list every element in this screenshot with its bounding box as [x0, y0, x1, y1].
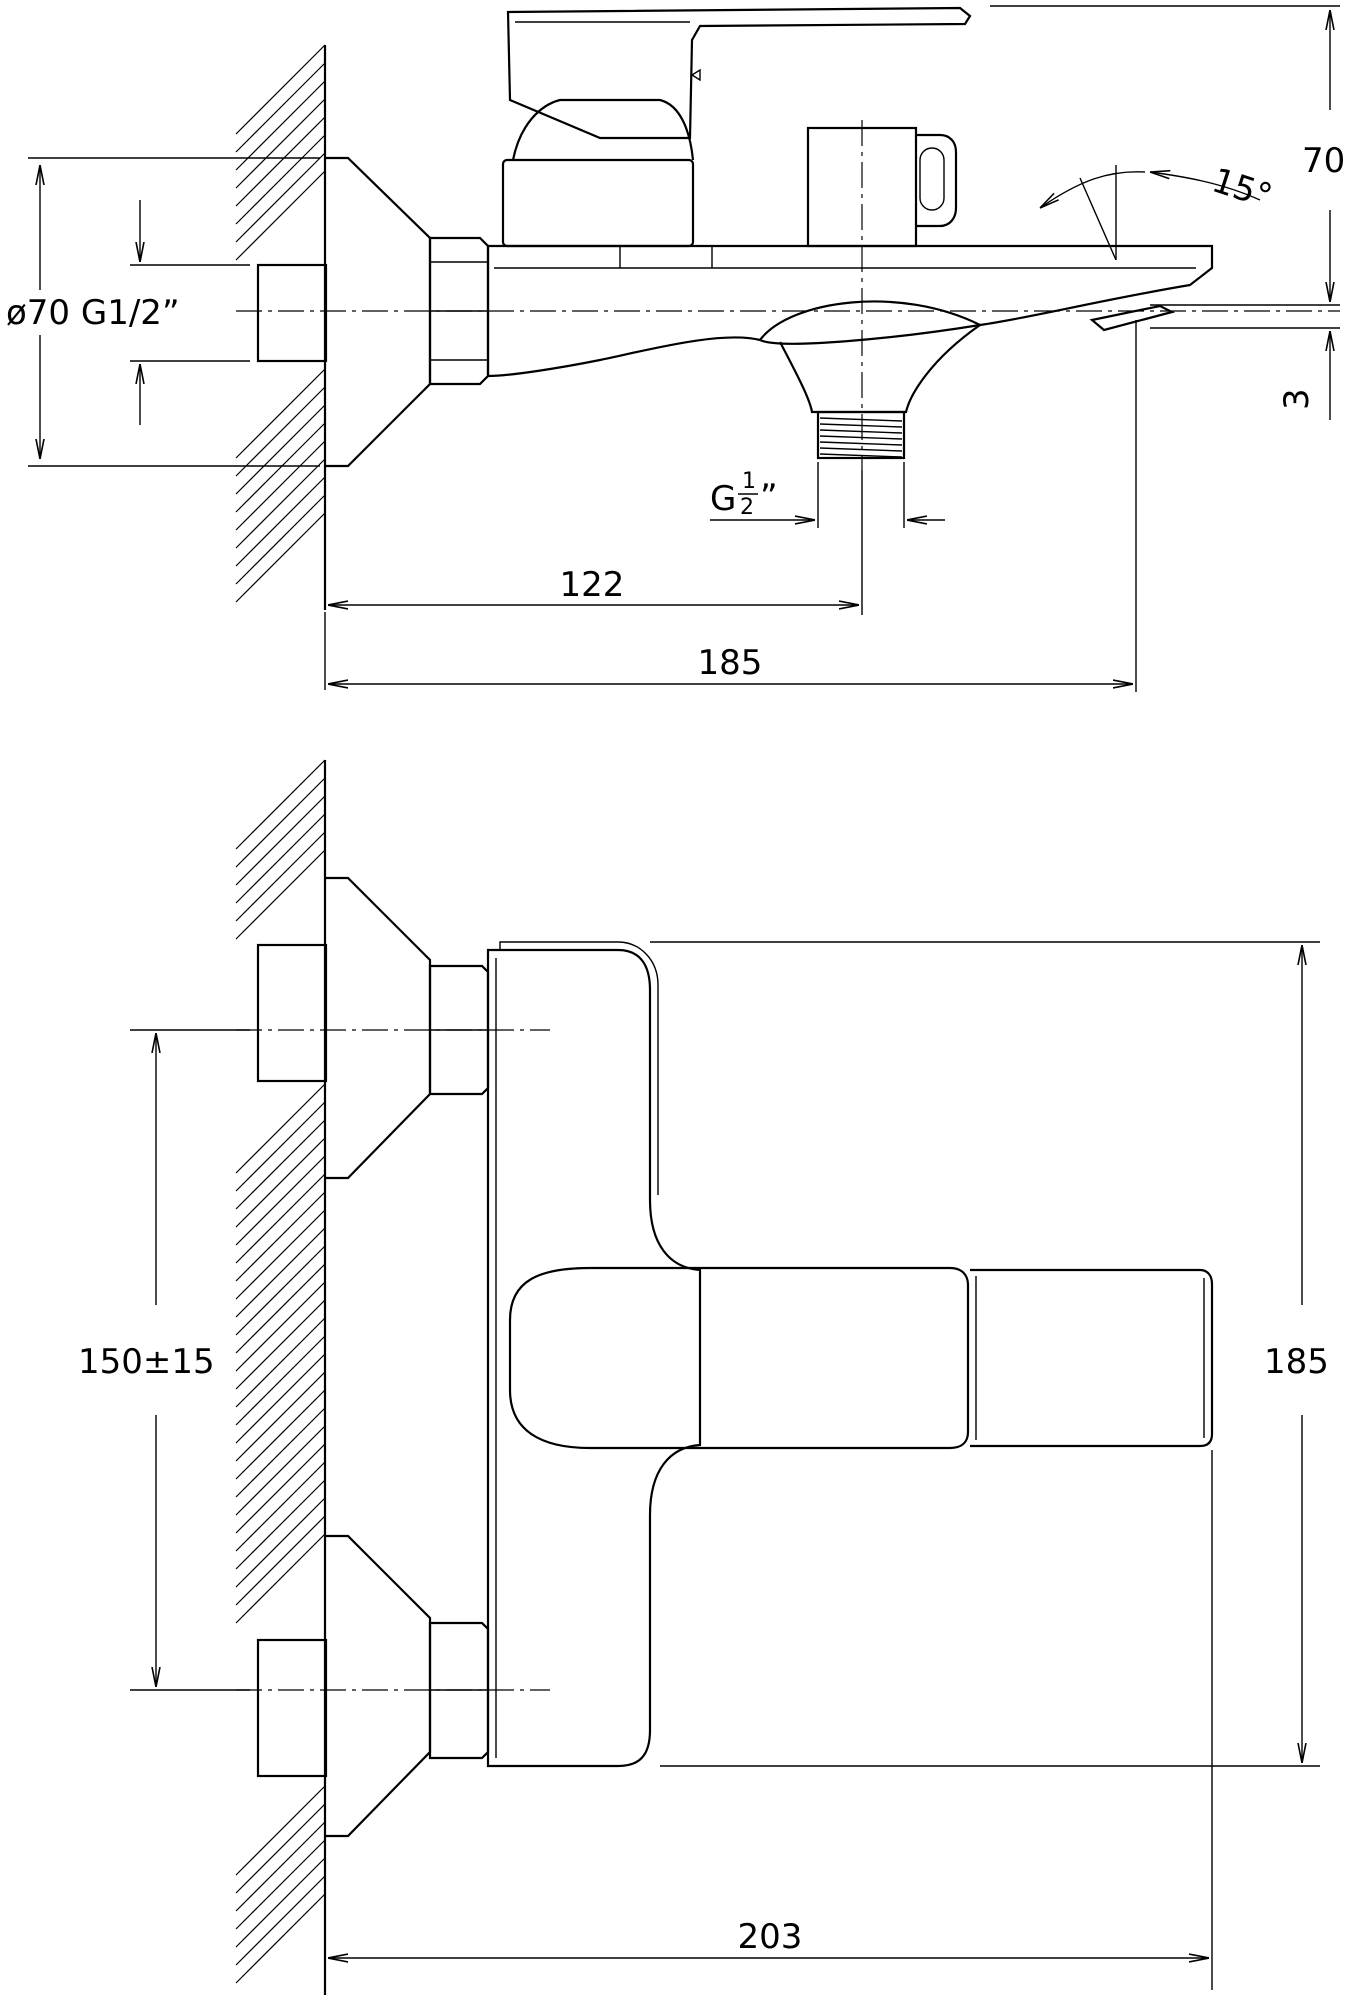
- wall-hatch-top: [235, 44, 326, 603]
- escutcheon-upper: [325, 876, 432, 1180]
- pipe-stub: [256, 263, 328, 363]
- side-view: ø70 G1/2” G 1 2 ” 122 185 70 3 15°: [6, 5, 1345, 692]
- diverter-grip: [916, 133, 958, 228]
- cartridge-dome: [511, 98, 695, 161]
- dim-70-label: 70: [1302, 141, 1345, 181]
- outlet-neck-top: [759, 300, 981, 341]
- dim-150-label: 150±15: [78, 1342, 215, 1382]
- dim-3-label: 3: [1277, 388, 1317, 410]
- dim-203-label: 203: [738, 1917, 803, 1957]
- pipe-stub-lower: [256, 1638, 328, 1778]
- outlet-quote: ”: [760, 477, 778, 517]
- outlet-fraction-den: 2: [740, 495, 754, 520]
- cartridge-housing: [501, 158, 695, 248]
- escutcheon-lower: [325, 1534, 432, 1838]
- lever-handle-side: [506, 6, 972, 140]
- escutcheon-cone: [325, 156, 432, 468]
- outlet-fraction-num: 1: [742, 469, 756, 494]
- dim-15deg-label: 15°: [1207, 161, 1277, 218]
- lever-handle-front: [508, 1266, 970, 1450]
- wall-hatch-bottom: [235, 759, 326, 1984]
- pipe-size-label: ø70 G1/2”: [6, 293, 180, 333]
- dim-122-label: 122: [560, 565, 625, 605]
- outlet-thread: [816, 410, 906, 460]
- mixer-body-side: [486, 244, 1214, 378]
- lever-tip-front: [970, 1268, 1214, 1448]
- dim-185-front-label: 185: [1264, 1342, 1329, 1382]
- body-plate-front: [486, 948, 702, 1768]
- pipe-stub-upper: [256, 943, 328, 1083]
- outlet-g-label: G: [710, 479, 736, 519]
- dim-185-side-label: 185: [698, 643, 763, 683]
- outlet-neck: [779, 324, 981, 414]
- front-view: 150±15 185 203: [78, 759, 1329, 1995]
- spout-outlet: [1089, 304, 1176, 332]
